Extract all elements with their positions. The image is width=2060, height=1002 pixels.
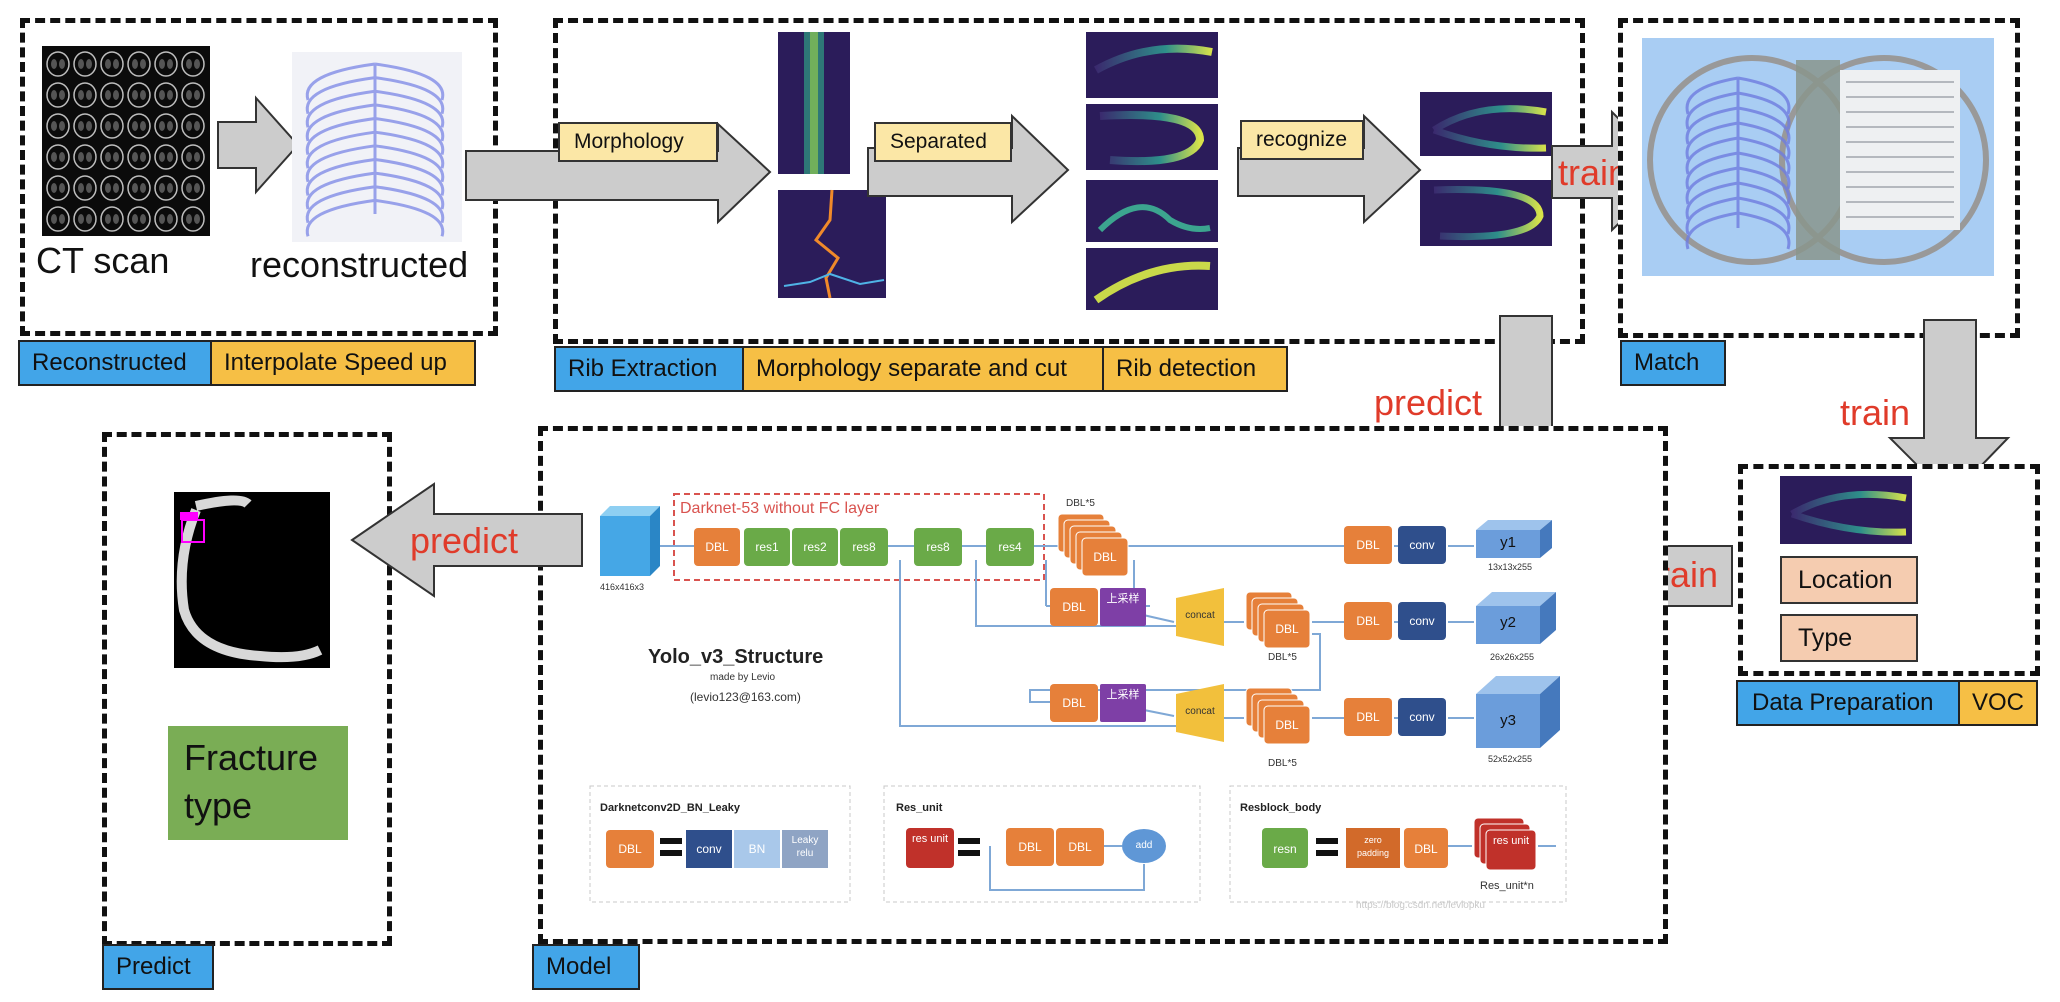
yolo-made-by: made by Levio	[710, 672, 776, 683]
ct-scan-label: CT scan	[36, 240, 170, 281]
legend-res-title: Res_unit	[896, 802, 943, 814]
legend-dbl-part-dbl: DBL	[618, 842, 642, 856]
label-predict-left: predict	[410, 520, 519, 561]
block-res4-label: res4	[998, 540, 1022, 554]
block-dbl-1-label: DBL	[705, 540, 729, 554]
dbl5-3-bottom-label: DBL*5	[1268, 758, 1297, 769]
reconstruction-box	[20, 18, 498, 336]
output-y1-size: 13x13x255	[1488, 562, 1533, 572]
tag-predict: Predict	[102, 944, 214, 990]
output-y2-size: 26x26x255	[1490, 652, 1535, 662]
legend-dbl-title: Darknetconv2D_BN_Leaky	[600, 802, 741, 814]
label-train-down: train	[1840, 392, 1911, 433]
tag-reconstructed: Reconstructed	[18, 340, 212, 386]
field-location: Location	[1780, 556, 1918, 604]
predict-box	[102, 432, 392, 946]
legend-res-part-dbl2: DBL	[1068, 840, 1092, 854]
legend-dbl-part-bn: BN	[748, 842, 766, 856]
output-y3-label: y3	[1500, 712, 1516, 729]
legend-resblock-part-n: Res_unit*n	[1480, 880, 1534, 892]
legend-resblock-title: Resblock_body	[1240, 802, 1322, 814]
label-train-to-match: train	[1558, 152, 1629, 193]
tag-data-preparation: Data Preparation	[1736, 680, 1960, 726]
legend-dbl-part-leaky: Leaky relu	[791, 835, 819, 859]
block-res8-b-label: res8	[926, 540, 950, 554]
tag-rib-detection: Rib detection	[1102, 346, 1288, 392]
block-res1-label: res1	[755, 540, 779, 554]
legend-resblock-part-unit: res unit	[1492, 835, 1530, 847]
tag-rib-extraction: Rib Extraction	[554, 346, 744, 392]
block-out-dbl-1-label: DBL	[1356, 538, 1380, 552]
tag-match: Match	[1620, 340, 1726, 386]
legend-res-part-add: add	[1135, 840, 1153, 851]
yolo-title: Yolo_v3_Structure	[648, 646, 824, 668]
legend-resblock-part-zero: zero padding	[1356, 835, 1390, 858]
label-separated: Separated	[874, 122, 1012, 162]
block-dbl5-2-label: DBL	[1275, 622, 1299, 636]
input-size-label: 416x416x3	[600, 582, 645, 592]
legend-resblock-part-resn: resn	[1273, 842, 1297, 856]
fracture-type-box	[168, 726, 348, 840]
darknet-label: Darknet-53 without FC layer	[680, 500, 880, 517]
yolo-email: (levio123@163.com)	[690, 690, 801, 704]
block-out-conv-1-label: conv	[1409, 538, 1435, 552]
block-out-conv-2-label: conv	[1409, 614, 1435, 628]
match-box	[1618, 18, 2020, 338]
output-y2-label: y2	[1500, 614, 1516, 631]
dbl5-1-top-label: DBL*5	[1066, 498, 1095, 509]
output-y1-label: y1	[1500, 534, 1516, 551]
fracture-type-label: Fracture type	[184, 737, 319, 826]
output-y3-size: 52x52x255	[1488, 754, 1533, 764]
block-upsample-2-label: 上采样	[1106, 689, 1140, 701]
tag-morphology-separate-cut: Morphology separate and cut	[742, 346, 1104, 392]
legend-resblock-part-dbl: DBL	[1414, 842, 1438, 856]
label-recognize: recognize	[1240, 120, 1364, 160]
block-out-dbl-3-label: DBL	[1356, 710, 1380, 724]
tag-model: Model	[532, 944, 640, 990]
rib-extraction-box	[553, 18, 1585, 344]
watermark: https://blog.csdn.net/leviopku	[1356, 900, 1485, 911]
block-dbl-up1-label: DBL	[1062, 600, 1086, 614]
legend-dbl-part-conv: conv	[696, 842, 722, 856]
block-res8-a-label: res8	[852, 540, 876, 554]
block-out-dbl-2-label: DBL	[1356, 614, 1380, 628]
field-type: Type	[1780, 614, 1918, 662]
label-morphology: Morphology	[558, 122, 718, 162]
block-res2-label: res2	[803, 540, 827, 554]
legend-res-part-unit: res unit	[911, 833, 949, 845]
block-dbl-up2-label: DBL	[1062, 696, 1086, 710]
block-out-conv-3-label: conv	[1409, 710, 1435, 724]
block-dbl5-3-label: DBL	[1275, 718, 1299, 732]
block-upsample-1-label: 上采样	[1106, 593, 1140, 605]
label-predict-down: predict	[1374, 382, 1483, 423]
reconstructed-label: reconstructed	[250, 244, 469, 285]
dbl5-2-bottom-label: DBL*5	[1268, 652, 1297, 663]
tag-interpolate-speed-up: Interpolate Speed up	[210, 340, 476, 386]
tag-voc: VOC	[1958, 680, 2038, 726]
block-concat-2-label: concat	[1185, 706, 1215, 717]
block-concat-1-label: concat	[1185, 610, 1215, 621]
block-dbl5-1-label: DBL	[1093, 550, 1117, 564]
legend-res-part-dbl1: DBL	[1018, 840, 1042, 854]
